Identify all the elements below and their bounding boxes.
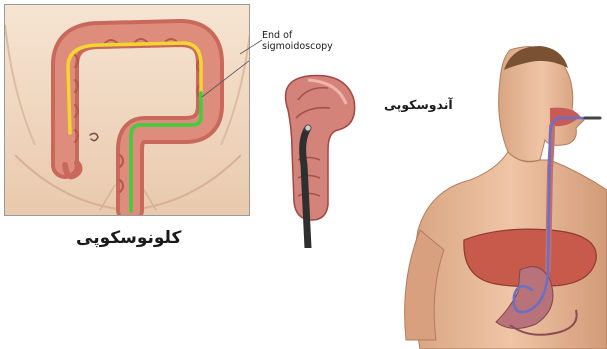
torso-panel [400,40,607,349]
colon-closeup-with-scope-illustration [268,70,360,248]
colon-diagram-panel [4,4,250,216]
torso-with-endoscope-illustration [400,40,607,349]
colon-anatomy-illustration [5,5,250,216]
end-of-sigmoidoscopy-label: End of sigmoidoscopy [262,30,333,52]
colonoscopy-label: کلونوسکوپی [76,228,181,248]
colon-closeup-panel [268,70,360,248]
